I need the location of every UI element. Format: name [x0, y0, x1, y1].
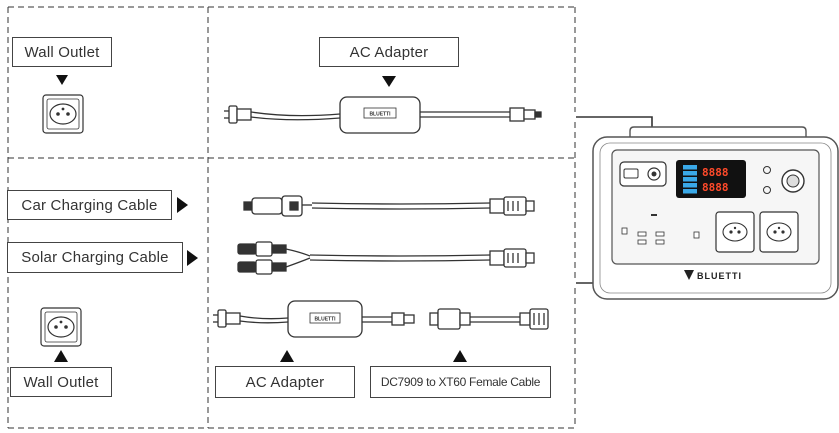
ac-adapter-top: [224, 96, 542, 134]
wall-outlet-icon: [40, 307, 82, 347]
bluetti-logo-icon: [684, 270, 694, 280]
wall-outlet-icon: [42, 94, 84, 134]
battery-bar: [683, 177, 697, 182]
device-brand: BLUETTI: [697, 271, 742, 281]
arrow-up-icon: [54, 350, 68, 362]
arrow-right-icon: [177, 197, 188, 213]
arrow-up-icon: [453, 350, 467, 362]
arrow-up-icon: [280, 350, 294, 362]
display-readout-bottom: 8888: [702, 181, 729, 194]
label-car-charging-cable: Car Charging Cable: [7, 190, 172, 220]
label-wall-outlet-bottom: Wall Outlet: [10, 367, 112, 397]
label-ac-adapter-bottom: AC Adapter: [215, 366, 355, 398]
adapter-brand-label: BLUETTI: [369, 112, 391, 118]
label-dc7909-to-xt60-cable: DC7909 to XT60 Female Cable: [370, 366, 551, 398]
arrow-icons: [54, 75, 467, 362]
solar-charging-cable: [237, 241, 535, 275]
battery-bar: [683, 189, 697, 194]
battery-bar: [683, 183, 697, 188]
dashed-frame: [7, 6, 576, 429]
dc7909-to-xt60-cable: [429, 308, 549, 330]
adapter-brand-label: BLUETTI: [314, 317, 336, 323]
arrow-down-icon: [56, 75, 68, 85]
display-readout-top: 8888: [702, 166, 729, 179]
label-solar-charging-cable: Solar Charging Cable: [7, 242, 183, 273]
arrow-right-icon: [187, 250, 198, 266]
arrow-down-icon: [382, 76, 396, 87]
battery-bar: [683, 165, 697, 170]
power-station: 8888 8888 BLUETTI: [592, 126, 839, 300]
battery-bar: [683, 171, 697, 176]
ac-adapter-bottom: [213, 300, 415, 338]
car-charging-cable: [243, 195, 535, 217]
label-ac-adapter-top: AC Adapter: [319, 37, 459, 67]
label-wall-outlet-top: Wall Outlet: [12, 37, 112, 67]
